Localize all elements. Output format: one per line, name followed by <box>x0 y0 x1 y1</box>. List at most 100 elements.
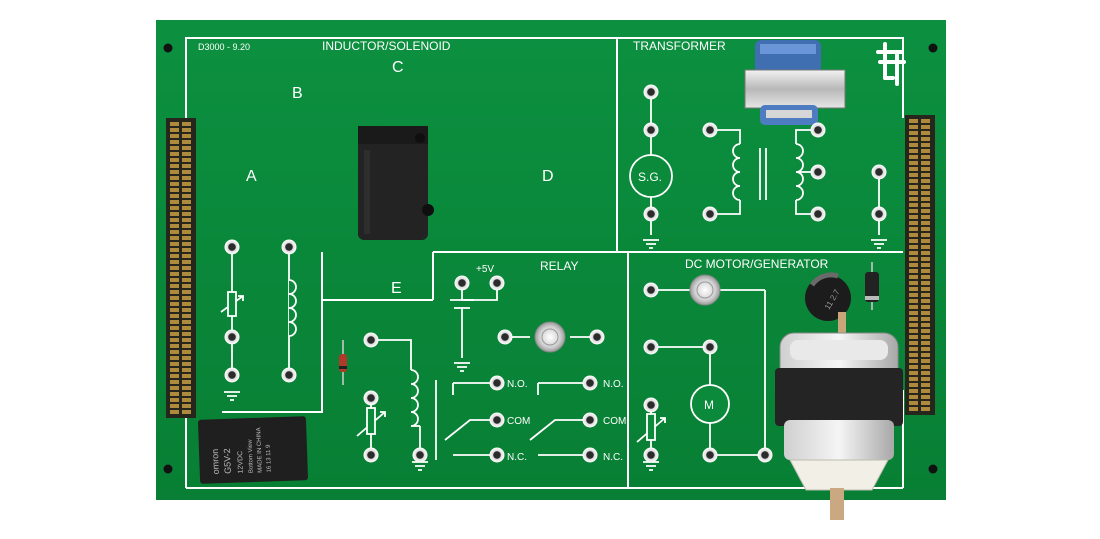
relay-rating-text: 12VDC <box>237 451 245 474</box>
connector-pin <box>921 383 930 387</box>
connector-pin <box>182 254 191 258</box>
connector-pin <box>170 158 179 162</box>
relay-part-text: G5V-2 <box>222 448 233 474</box>
connector-pin <box>921 251 930 255</box>
connector-pin <box>921 305 930 309</box>
connector-pin <box>182 326 191 330</box>
transformer-circuit <box>629 92 887 249</box>
connector-pin <box>921 365 930 369</box>
connector-pin <box>921 221 930 225</box>
connector-pin <box>921 287 930 291</box>
diode-component <box>339 340 347 385</box>
connector-pin <box>170 284 179 288</box>
mounting-holes <box>163 43 938 474</box>
connector-pin <box>182 362 191 366</box>
connector-pin <box>909 401 918 405</box>
motor-circuit <box>636 289 766 471</box>
connector-pin <box>909 161 918 165</box>
connector-pin <box>182 248 191 252</box>
connector-pin <box>182 158 191 162</box>
connector-pin <box>182 164 191 168</box>
relay-no-label-1: N.O. <box>507 379 528 390</box>
connector-pin <box>921 119 930 123</box>
connector-pin <box>182 278 191 282</box>
board-model-label: D3000 - 9.20 <box>198 42 250 52</box>
connector-pin <box>909 155 918 159</box>
connector-pin <box>909 215 918 219</box>
connector-pin <box>170 272 179 276</box>
connector-pin <box>182 344 191 348</box>
connector-pin <box>921 281 930 285</box>
inductor-section-title: INDUCTOR/SOLENOID <box>322 39 451 53</box>
connector-pin <box>170 230 179 234</box>
connector-pin <box>909 311 918 315</box>
connector-pin <box>170 398 179 402</box>
connector-pin <box>170 152 179 156</box>
connector-pin <box>909 143 918 147</box>
connector-pin <box>921 239 930 243</box>
connector-pin <box>170 356 179 360</box>
connector-pin <box>909 245 918 249</box>
connector-pin <box>921 167 930 171</box>
relay-circuit <box>356 283 597 471</box>
connector-pin <box>170 242 179 246</box>
connector-pin <box>909 167 918 171</box>
connector-pin <box>909 233 918 237</box>
diode-motor <box>865 262 879 310</box>
connector-pin <box>909 197 918 201</box>
connector-pin <box>921 227 930 231</box>
connector-pin <box>921 341 930 345</box>
connector-pin <box>170 410 179 414</box>
connector-pin <box>170 224 179 228</box>
relay-test-points[interactable] <box>363 275 605 463</box>
connector-pin <box>182 182 191 186</box>
connector-pin <box>921 173 930 177</box>
connector-pin <box>182 320 191 324</box>
connector-pin <box>182 140 191 144</box>
connector-pin <box>182 236 191 240</box>
connector-pin <box>170 350 179 354</box>
connector-pin <box>909 125 918 129</box>
connector-pin <box>909 209 918 213</box>
inductor-test-points[interactable] <box>224 239 297 383</box>
connector-pin <box>921 191 930 195</box>
connector-pin <box>909 263 918 267</box>
connector-pin <box>170 122 179 126</box>
connector-pin <box>170 362 179 366</box>
connector-pin <box>182 266 191 270</box>
transformer-test-points[interactable] <box>643 84 887 222</box>
connector-pin <box>909 389 918 393</box>
connector-pin <box>170 296 179 300</box>
relay-supply-label: +5V <box>476 264 494 275</box>
connector-pin <box>921 275 930 279</box>
connector-pin <box>921 155 930 159</box>
connector-pin <box>170 320 179 324</box>
connector-pin <box>182 332 191 336</box>
transformer-section-title: TRANSFORMER <box>633 39 726 53</box>
connector-pin <box>909 371 918 375</box>
transformer-core <box>744 40 846 125</box>
point-label-c: C <box>392 59 404 76</box>
connector-pin <box>909 281 918 285</box>
solenoid-core <box>358 126 434 240</box>
connector-pin <box>182 188 191 192</box>
edge-connector-right <box>905 115 935 415</box>
connector-pin <box>170 260 179 264</box>
connector-pin <box>170 404 179 408</box>
connector-pin <box>182 296 191 300</box>
relay-lamp <box>534 321 566 353</box>
connector-pin <box>921 371 930 375</box>
connector-pin <box>182 308 191 312</box>
relay-pins-text: 16 13 11 9 <box>266 444 273 473</box>
connector-pin <box>182 368 191 372</box>
connector-pin <box>909 257 918 261</box>
connector-pin <box>182 146 191 150</box>
connector-pin <box>182 218 191 222</box>
connector-pin <box>921 395 930 399</box>
connector-pin <box>909 323 918 327</box>
connector-pin <box>921 347 930 351</box>
relay-component: omron G5V-2 12VDC Bottom View MADE IN CH… <box>198 416 308 484</box>
motor-test-points[interactable] <box>643 282 773 463</box>
connector-pin <box>170 182 179 186</box>
